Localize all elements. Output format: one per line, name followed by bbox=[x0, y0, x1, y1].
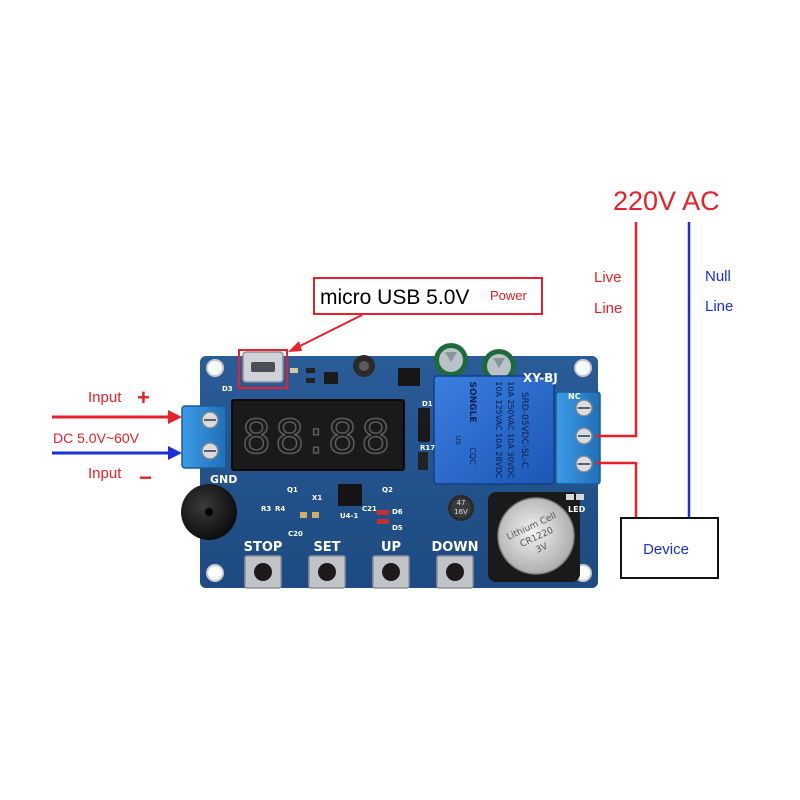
gnd-label: GND bbox=[210, 473, 237, 486]
button-up-label: UP bbox=[381, 540, 401, 555]
negative-arrow-head bbox=[168, 446, 182, 460]
coin-battery: Lithium Cell CR1220 3V bbox=[488, 492, 580, 582]
silk-r4: R4 bbox=[275, 505, 285, 513]
live-line-label-2: Line bbox=[594, 300, 622, 317]
live-wire bbox=[596, 222, 638, 438]
display-digits: 88:88 bbox=[242, 410, 395, 464]
board-model-label: XY-BJ bbox=[523, 371, 558, 385]
smd-components bbox=[290, 368, 420, 524]
cap-voltage: 16V bbox=[454, 508, 468, 516]
electrolytic-capacitor-1 bbox=[434, 343, 468, 377]
cap-value: 47 bbox=[457, 499, 466, 507]
battery-voltage: 3V bbox=[534, 541, 550, 555]
silk-c21: C21 bbox=[362, 505, 377, 513]
silk-x1: X1 bbox=[312, 494, 322, 502]
silk-r3: R3 bbox=[261, 505, 271, 513]
nc-label: NC bbox=[568, 392, 581, 401]
button-stop[interactable] bbox=[244, 555, 282, 589]
silk-q2: Q2 bbox=[382, 486, 393, 494]
live-line-label-1: Live bbox=[594, 269, 622, 286]
silk-d6: D6 bbox=[392, 508, 403, 516]
relay-model-text: SRD-05VDC-SL-C bbox=[519, 392, 529, 468]
silk-r17: R17 bbox=[420, 444, 435, 452]
input-wiring: Input + DC 5.0V~60V Input − bbox=[52, 385, 182, 490]
silk-u4: U4-1 bbox=[340, 512, 358, 520]
micro-usb-port bbox=[242, 351, 284, 383]
small-capacitor: 47 16V bbox=[448, 495, 474, 521]
relay-to-device-wire bbox=[596, 461, 638, 518]
seven-segment-display: 88:88 bbox=[231, 399, 405, 471]
usb-highlight-box bbox=[238, 349, 288, 389]
usb-callout-sub: Power bbox=[490, 288, 528, 303]
button-up[interactable] bbox=[372, 555, 410, 589]
input-plus-label: Input bbox=[88, 389, 122, 406]
electrolytic-capacitor-2 bbox=[482, 349, 516, 383]
input-minus-label: Input bbox=[88, 465, 122, 482]
usb-callout-line bbox=[295, 314, 363, 349]
button-stop-label: STOP bbox=[244, 540, 283, 555]
button-set-label: SET bbox=[313, 540, 340, 555]
relay: SRD-05VDC-SL-C 10A 250VAC 10A 30VDC 10A … bbox=[433, 375, 555, 485]
buzzer bbox=[181, 484, 237, 540]
silk-c20: C20 bbox=[288, 530, 303, 538]
usb-arrow-head bbox=[288, 341, 302, 352]
relay-ul-mark: US bbox=[454, 435, 462, 445]
null-line-label-2: Line bbox=[705, 298, 733, 315]
usb-callout-main: micro USB 5.0V bbox=[320, 286, 469, 309]
silk-q1: Q1 bbox=[287, 486, 298, 494]
usb-callout-box bbox=[313, 277, 543, 315]
relay-rating-1: 10A 250VAC 10A 30VDC bbox=[506, 381, 515, 479]
button-set[interactable] bbox=[308, 555, 346, 589]
input-voltage-label: DC 5.0V~60V bbox=[53, 430, 140, 446]
button-down-label: DOWN bbox=[431, 540, 478, 555]
null-line-label-1: Null bbox=[705, 268, 731, 285]
device-box bbox=[620, 517, 719, 579]
resistor-r17 bbox=[418, 452, 428, 470]
ac-title: 220V AC bbox=[613, 186, 720, 216]
diode-d1 bbox=[418, 408, 430, 442]
status-led bbox=[566, 494, 574, 500]
device-label: Device bbox=[643, 541, 689, 558]
minus-sign: − bbox=[139, 465, 152, 490]
relay-brand: SONGLE bbox=[467, 382, 477, 423]
ac-wiring: 220V AC Live Line Null Line Device bbox=[594, 186, 733, 579]
relay-cert-mark: CQC bbox=[468, 447, 477, 465]
relay-timer-board: 88:88 SRD-05VDC-SL-C 10A 250VAC 10A 30VD… bbox=[181, 343, 601, 589]
usb-callout: micro USB 5.0V Power bbox=[238, 277, 543, 389]
led-label: LED bbox=[568, 505, 586, 514]
positive-arrow-head bbox=[168, 410, 182, 424]
plus-sign: + bbox=[137, 385, 150, 410]
relay-rating-2: 10A 125VAC 10A 28VDC bbox=[494, 381, 503, 479]
silk-d5: D5 bbox=[392, 524, 403, 532]
input-terminal-block bbox=[181, 405, 227, 469]
button-down[interactable] bbox=[436, 555, 474, 589]
output-terminal-block bbox=[555, 391, 601, 485]
silk-d3: D3 bbox=[222, 385, 233, 393]
silk-d1: D1 bbox=[422, 400, 433, 408]
